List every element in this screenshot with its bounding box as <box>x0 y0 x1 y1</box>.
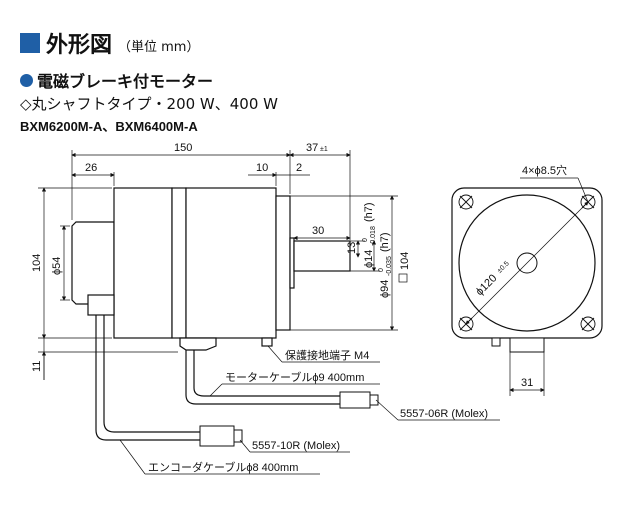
title-text: 外形図 <box>46 33 113 58</box>
dim-phi14: ϕ14 0 -0.018 (h7) <box>362 202 377 268</box>
encoder-cable-label: エンコーダケーブルϕ8 400mm <box>148 460 298 474</box>
dim-31: 31 <box>521 377 533 389</box>
dimension-lines <box>38 150 398 380</box>
dim-phi94: ϕ94 0 -0.035 (h7) <box>378 232 393 298</box>
title-square-icon <box>20 33 40 53</box>
svg-text:0: 0 <box>362 238 369 242</box>
dim-104-sq: 104 <box>399 252 411 270</box>
ground-terminal <box>261 337 273 347</box>
leaders <box>119 345 500 475</box>
flange <box>275 195 291 331</box>
shaft <box>293 240 351 272</box>
connector-box <box>179 337 217 351</box>
encoder-connector-box <box>87 294 115 316</box>
svg-text:0: 0 <box>378 268 385 272</box>
pilot <box>289 237 295 289</box>
ground-bottom <box>491 337 501 347</box>
front-dimension-lines <box>465 177 589 396</box>
dim-11: 11 <box>31 361 43 372</box>
dim-phi54: ϕ54 <box>51 257 63 275</box>
encoder-connector-label: 5557-10R (Molex) <box>252 440 340 452</box>
square-symbol <box>398 273 408 283</box>
dim-2: 2 <box>296 162 302 174</box>
body-front <box>185 187 277 339</box>
subtitle-text: 電磁ブレーキ付モーター <box>37 72 214 91</box>
connectors <box>199 391 379 447</box>
holes-label: 4×ϕ8.5穴 <box>522 163 567 177</box>
dim-26: 26 <box>85 162 97 174</box>
svg-text:(h7): (h7) <box>379 232 391 252</box>
model-numbers: BXM6200M-A、BXM6400M-A <box>20 119 198 134</box>
cables <box>95 315 340 441</box>
motor-connector-label: 5557-06R (Molex) <box>400 408 488 420</box>
svg-text:(h7): (h7) <box>363 202 375 222</box>
bullet-dot-icon <box>20 73 33 87</box>
dim-10: 10 <box>256 162 268 174</box>
rear-cover <box>71 221 115 305</box>
type-line: ◇丸シャフトタイプ・200 W、400 W <box>20 95 278 113</box>
motor-front-view <box>451 187 603 353</box>
dimension-texts: 150 26 10 2 37 ±1 30 13 ϕ14 0 -0.018 (h7… <box>31 142 411 372</box>
unit-note: （単位 mm） <box>118 39 200 55</box>
dim-104: 104 <box>31 254 43 272</box>
svg-text:ϕ94: ϕ94 <box>379 280 391 298</box>
leader-texts: 保護接地端子 M4 モーターケーブルϕ9 400mm 5557-06R (Mol… <box>148 348 488 474</box>
page-title: 外形図 （単位 mm） <box>20 30 200 58</box>
dim-30: 30 <box>312 225 324 237</box>
subtitle: 電磁ブレーキ付モーター <box>20 68 213 92</box>
dim-150: 150 <box>174 142 192 154</box>
body-rear <box>113 187 173 339</box>
dim-13: 13 <box>346 242 358 254</box>
svg-text:-0.035: -0.035 <box>386 256 393 276</box>
dim-37-tol: ±1 <box>320 146 328 153</box>
connector-bottom <box>509 337 545 353</box>
ground-terminal-label: 保護接地端子 M4 <box>285 348 369 362</box>
brake-ring <box>171 187 187 339</box>
motor-cable-label: モーターケーブルϕ9 400mm <box>225 370 364 384</box>
dim-37: 37 <box>306 142 318 154</box>
motor-side-view <box>71 187 351 351</box>
svg-text:ϕ14: ϕ14 <box>363 250 375 268</box>
svg-text:-0.018: -0.018 <box>370 226 377 246</box>
